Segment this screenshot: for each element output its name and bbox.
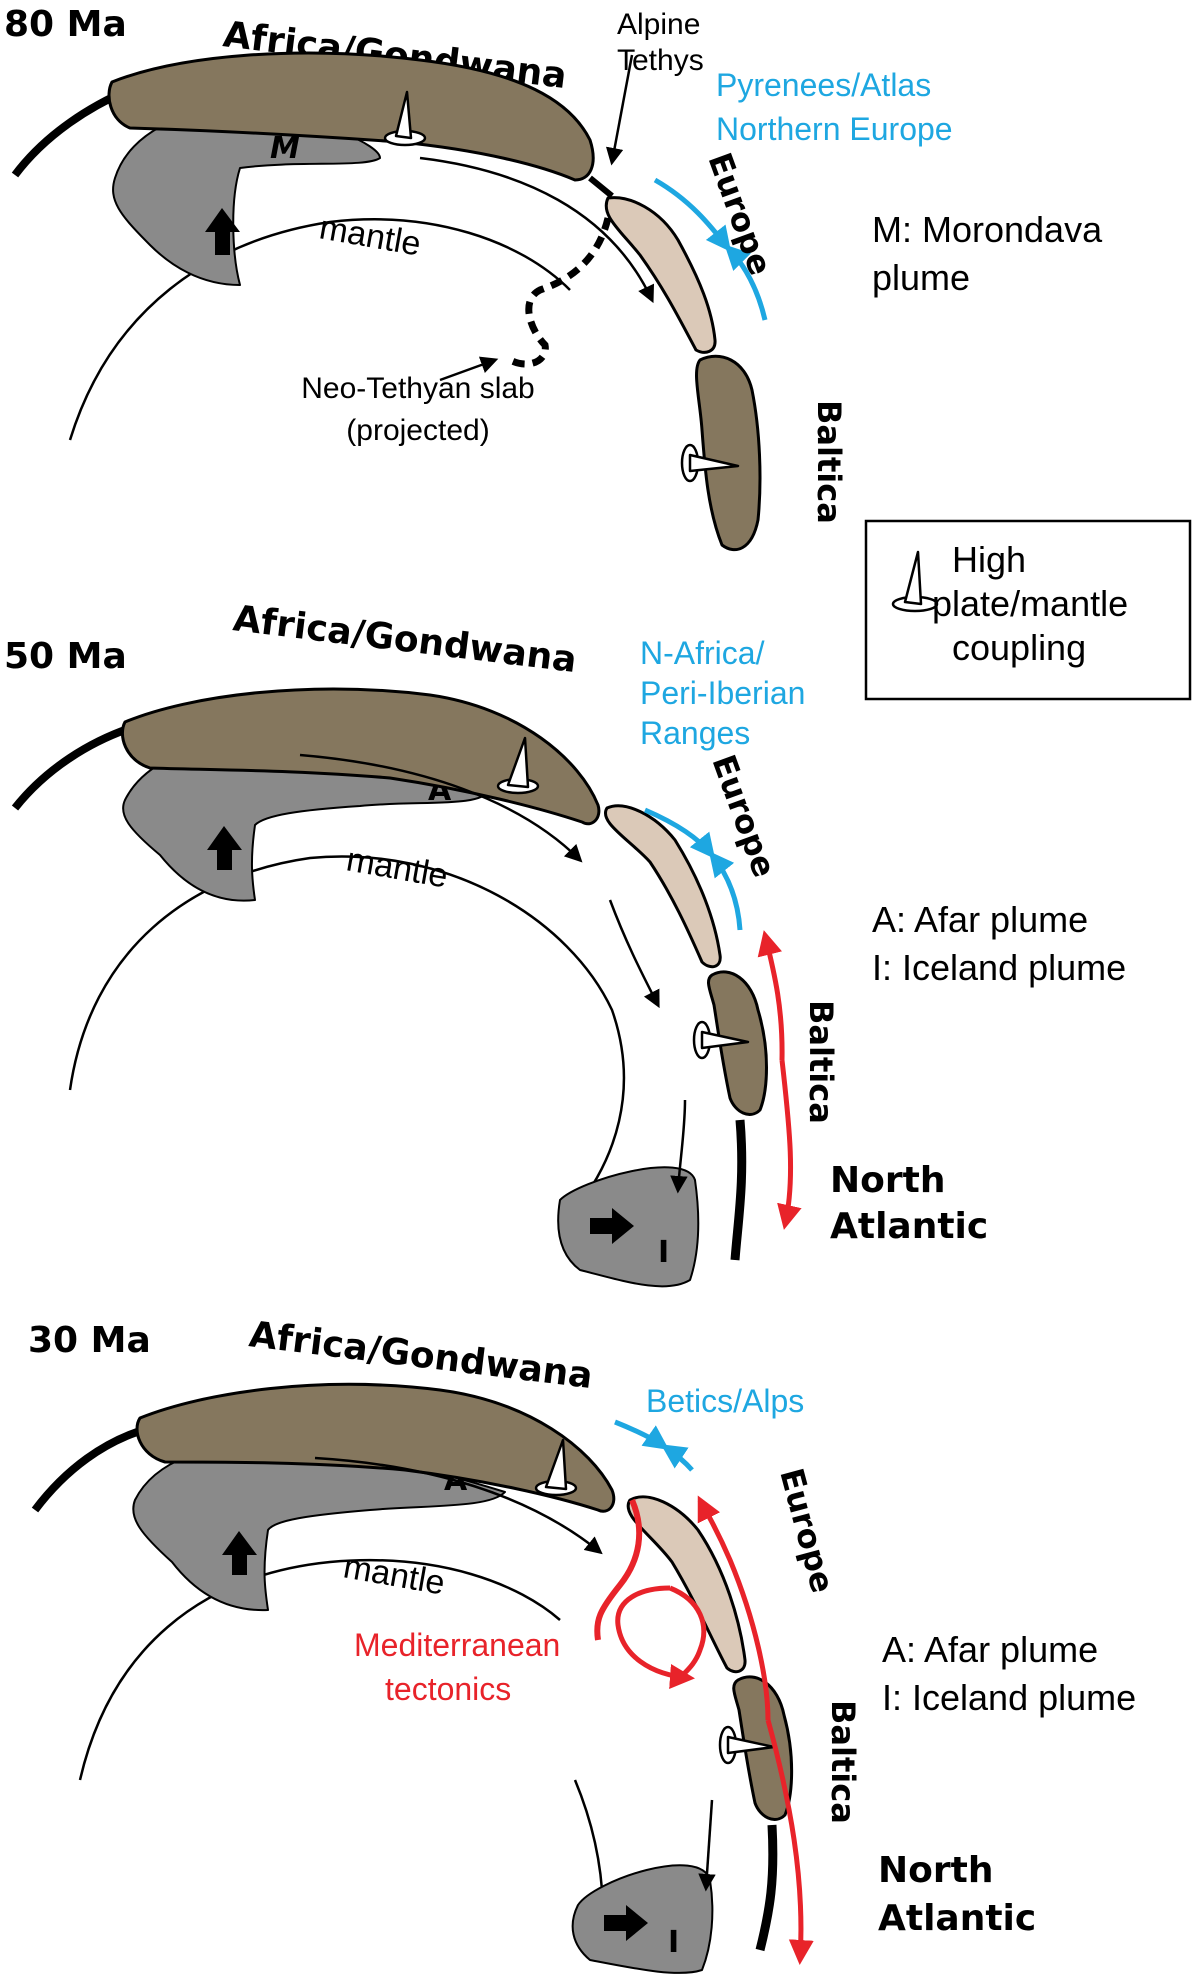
mantle-label: mantle [341, 1547, 448, 1602]
coupling-icon [692, 1020, 750, 1060]
mantle-label: mantle [317, 208, 424, 263]
age-label: 80 Ma [4, 4, 127, 45]
plume-rise-arrow [207, 826, 242, 870]
europe-label: Europe [772, 1464, 842, 1597]
plume2-letter: I [658, 1235, 669, 1270]
orogen-label-1: Betics/Alps [646, 1383, 804, 1419]
plume-rise-arrow [222, 1531, 257, 1575]
atlantic-margin-line [755, 1824, 778, 1952]
coupling-icon [534, 1438, 578, 1497]
convergence-arrow [644, 807, 716, 859]
orogen-label-1: N-Africa/ [640, 635, 765, 671]
baltica-label: Baltica [824, 1700, 862, 1824]
divergence-arrow [765, 1719, 814, 1965]
alpine-label-1: Alpine [617, 8, 700, 41]
north-atlantic-label-2: Atlantic [830, 1206, 988, 1247]
mantle-boundary [78, 1558, 561, 1781]
alpine-pointer-arrow [605, 54, 634, 166]
mediterranean-label-1: Mediterranean [354, 1627, 560, 1663]
divergence-arrow [777, 1059, 802, 1230]
neo-tethyan-slab [508, 217, 612, 368]
mediterranean-slab [594, 1498, 643, 1641]
panel-30ma: 30 Ma Africa/Gondwana mantle A I [28, 1314, 1136, 1974]
slab-label-2: (projected) [346, 414, 489, 447]
convergence-arrow [660, 1444, 694, 1472]
africa-crust [135, 1382, 616, 1513]
north-atlantic-label-2: Atlantic [878, 1898, 1036, 1939]
plume-key-2: I: Iceland plume [872, 947, 1126, 988]
baltica-label: Baltica [810, 400, 848, 524]
mantle-flow-arrow [314, 1456, 603, 1555]
slab-pointer-arrow [439, 356, 499, 382]
plume-letter: M [270, 131, 300, 166]
legend-line2: plate/mantle [932, 583, 1128, 624]
baltica-crust [695, 354, 762, 552]
orogen-label-2: Northern Europe [716, 111, 953, 147]
convergence-arrow [724, 244, 768, 321]
convergence-arrow [653, 177, 732, 252]
slab-label-1: Neo-Tethyan slab [301, 372, 534, 405]
coupling-icon [718, 1725, 776, 1765]
alpine-label-2: Tethys [617, 44, 704, 77]
age-label: 30 Ma [28, 1320, 151, 1361]
atlantic-margin-line [730, 1119, 747, 1261]
europe-label: Europe [700, 148, 779, 280]
legend-line3: coupling [952, 627, 1086, 668]
coupling-icon [680, 443, 740, 483]
plume-lateral-arrow [590, 1208, 634, 1244]
coupling-icon [891, 550, 939, 613]
orogen-label-2: Peri-Iberian [640, 675, 805, 711]
convergence-arrow [708, 851, 743, 931]
mantle-label: mantle [344, 840, 451, 895]
convergence-arrow [614, 1419, 670, 1450]
rollback-arrow [615, 1585, 695, 1689]
plume-key-1: A: Afar plume [872, 899, 1088, 940]
divergence-arrow [757, 930, 785, 1061]
mantle-flow-arrow [608, 899, 660, 1009]
legend: High plate/mantle coupling [864, 519, 1192, 701]
age-label: 50 Ma [4, 636, 127, 677]
panel-80ma: 80 Ma Africa/Gondwana mantle M [4, 4, 1103, 552]
europe-crust [603, 804, 722, 969]
divergence-arrow [697, 1495, 771, 1721]
europe-crust [626, 1495, 747, 1674]
coupling-icon [383, 90, 427, 147]
orogen-label-1: Pyrenees/Atlas [716, 67, 931, 103]
rollback-arrow [669, 1585, 707, 1682]
africa-crust [120, 687, 601, 826]
mediterranean-label-2: tectonics [385, 1671, 511, 1707]
mantle-boundary [68, 855, 626, 1211]
africa-label: Africa/Gondwana [231, 598, 579, 681]
legend-line1: High [952, 539, 1026, 580]
mantle-flow-arrow [299, 753, 583, 863]
north-atlantic-label-1: North [878, 1850, 993, 1891]
europe-crust [604, 196, 717, 354]
plume-rise-arrow [205, 208, 240, 255]
outer-margin-line [31, 1424, 152, 1513]
mantle-flow-arrow [419, 156, 654, 304]
north-atlantic-label-1: North [830, 1160, 945, 1201]
africa-crust [107, 51, 595, 182]
panel-50ma: 50 Ma Africa/Gondwana mantle A I [4, 598, 1126, 1288]
mantle-flow-arrow [670, 1099, 688, 1194]
plume2-letter: I [668, 1925, 679, 1960]
alpine-suture [588, 175, 614, 199]
coupling-icon [496, 736, 540, 795]
plume-lateral-arrow [604, 1905, 648, 1941]
baltica-label: Baltica [802, 1000, 840, 1124]
plume-key-2: I: Iceland plume [882, 1677, 1136, 1718]
mantle-boundary [68, 218, 571, 441]
mantle-flow-arrow [698, 1799, 716, 1892]
orogen-label-3: Ranges [640, 715, 750, 751]
plume-key-1: M: Morondava [872, 209, 1103, 250]
plume-key-2: plume [872, 257, 970, 298]
plume-key-1: A: Afar plume [882, 1629, 1098, 1670]
